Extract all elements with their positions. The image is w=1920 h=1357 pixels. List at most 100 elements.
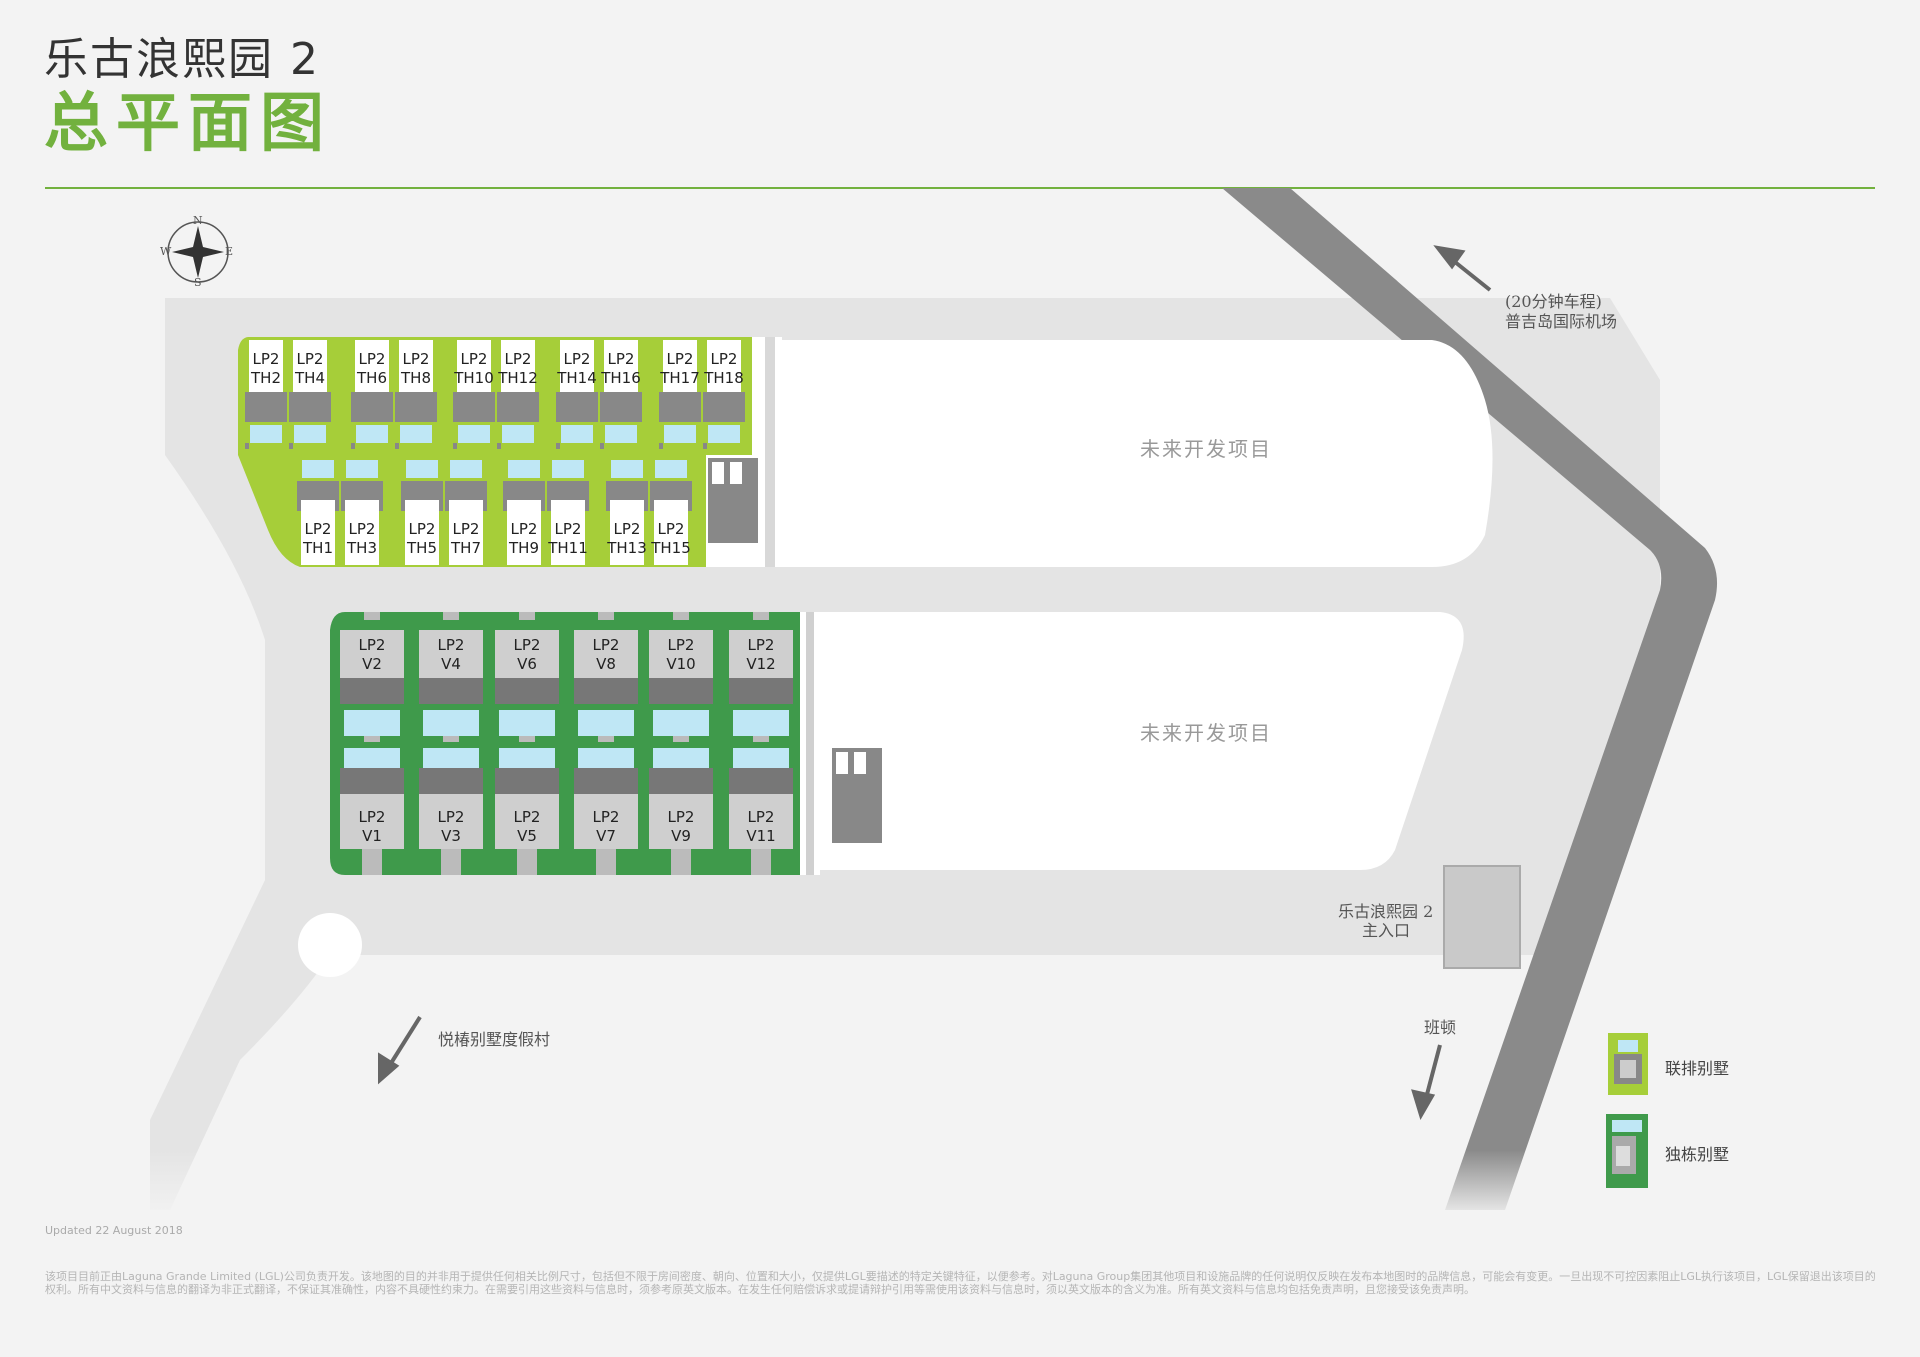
unit-id-label: TH4 — [295, 369, 325, 387]
townhouse-unit-th16[interactable] — [600, 340, 642, 449]
villa-unit-v8[interactable] — [574, 612, 638, 742]
townhouse-unit-th2[interactable] — [245, 340, 287, 449]
unit-phase-label: LP2 — [437, 636, 465, 654]
roundabout — [298, 913, 362, 977]
unit-phase-label: LP2 — [710, 350, 738, 368]
unit-phase-label: LP2 — [452, 520, 480, 538]
villa-unit-v9[interactable] — [649, 748, 713, 875]
unit-phase-label: LP2 — [607, 350, 635, 368]
townhouse-unit-th6[interactable] — [351, 340, 393, 449]
future-dev-plot-bottom — [820, 612, 1464, 870]
compass-icon — [167, 221, 229, 283]
unit-id-label: TH15 — [651, 539, 691, 557]
villa-unit-v11[interactable] — [729, 748, 793, 875]
townhouse-unit-th10[interactable] — [453, 340, 495, 449]
villa-unit-v10[interactable] — [649, 612, 713, 742]
unit-id-label: V7 — [596, 827, 616, 845]
unit-phase-label: LP2 — [657, 520, 685, 538]
villa-unit-v2[interactable] — [340, 612, 404, 742]
airport-label-line2: 普吉岛国际机场 — [1505, 312, 1618, 331]
airport-direction-arrow — [1433, 245, 1492, 292]
updated-date: Updated 22 August 2018 — [45, 1224, 183, 1237]
villa-unit-v7[interactable] — [574, 748, 638, 875]
townhouse-unit-th7[interactable] — [445, 460, 487, 565]
townhouse-unit-th15[interactable] — [650, 460, 692, 565]
townhouse-unit-th8[interactable] — [395, 340, 437, 449]
unit-id-label: TH3 — [347, 539, 377, 557]
unit-phase-label: LP2 — [613, 520, 641, 538]
unit-phase-label: LP2 — [510, 520, 538, 538]
legend-villa-swatch — [1606, 1114, 1648, 1188]
unit-id-label: TH7 — [451, 539, 481, 557]
unit-phase-label: LP2 — [513, 636, 541, 654]
townhouse-unit-th3[interactable] — [341, 460, 383, 565]
unit-phase-label: LP2 — [667, 808, 695, 826]
unit-id-label: V9 — [671, 827, 691, 845]
unit-id-label: V3 — [441, 827, 461, 845]
villa-unit-v12[interactable] — [729, 612, 793, 742]
future-dev-plot-top — [782, 340, 1493, 567]
townhouse-unit-th14[interactable] — [556, 340, 598, 449]
unit-phase-label: LP2 — [437, 808, 465, 826]
townhouse-unit-th4[interactable] — [289, 340, 331, 449]
unit-phase-label: LP2 — [563, 350, 591, 368]
unit-id-label: V6 — [517, 655, 537, 673]
villa-unit-v3[interactable] — [419, 748, 483, 875]
bangtao-direction-arrow — [1411, 1044, 1442, 1120]
unit-id-label: TH11 — [548, 539, 588, 557]
unit-phase-label: LP2 — [252, 350, 280, 368]
unit-phase-label: LP2 — [402, 350, 430, 368]
villa-unit-v1[interactable] — [340, 748, 404, 875]
villa-unit-v5[interactable] — [495, 748, 559, 875]
unit-id-label: V11 — [746, 827, 776, 845]
townhouse-unit-th5[interactable] — [401, 460, 443, 565]
page-title: 总平面图 — [44, 87, 332, 161]
townhouse-unit-th17[interactable] — [659, 340, 701, 449]
unit-id-label: V4 — [441, 655, 461, 673]
future-development-label-bottom: 未来开发项目 — [1140, 721, 1272, 745]
unit-phase-label: LP2 — [747, 808, 775, 826]
townhouse-unit-th1[interactable] — [297, 460, 339, 565]
townhouse-unit-th11[interactable] — [547, 460, 589, 565]
townhouse-unit-th9[interactable] — [503, 460, 545, 565]
townhouse-unit-th18[interactable] — [703, 340, 745, 449]
villa-unit-v4[interactable] — [419, 612, 483, 742]
unit-id-label: TH10 — [454, 369, 494, 387]
townhouse-unit-th12[interactable] — [497, 340, 539, 449]
unit-phase-label: LP2 — [348, 520, 376, 538]
unit-id-label: TH9 — [509, 539, 539, 557]
townhouse-unit-th13[interactable] — [606, 460, 648, 565]
villa-unit-v6[interactable] — [495, 612, 559, 742]
